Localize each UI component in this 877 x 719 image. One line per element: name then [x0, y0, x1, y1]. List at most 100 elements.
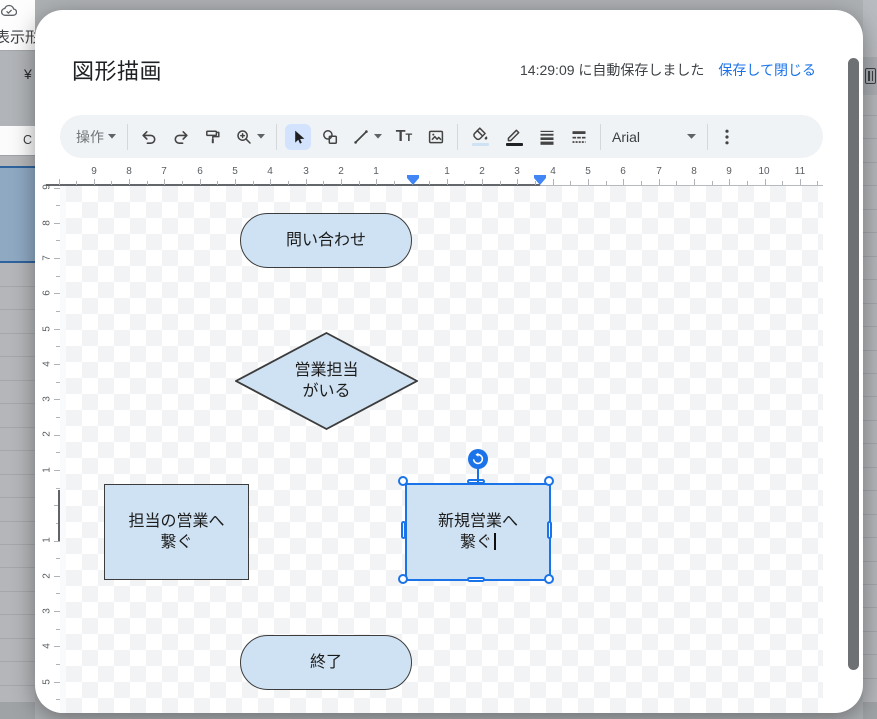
selection-handle-sw[interactable] [398, 574, 408, 584]
autosave-status: 14:29:09 に自動保存しました [520, 62, 705, 78]
selection-handle-se[interactable] [544, 574, 554, 584]
redo-button[interactable] [165, 121, 197, 153]
ruler-number: 3 [514, 166, 520, 177]
shape-new-sales[interactable]: 新規営業へ繋ぐ [398, 449, 554, 584]
sheet-row-divider [0, 309, 35, 311]
toolbar-divider [276, 123, 277, 150]
rotate-icon [472, 453, 484, 465]
text-tool-button[interactable]: TT [388, 121, 420, 153]
sheet-bottom-strip [0, 702, 35, 719]
ruler-tick [799, 179, 801, 185]
sheet-row-divider [863, 161, 877, 163]
ruler-tick [517, 179, 519, 185]
selection-handle-n[interactable] [467, 478, 485, 484]
save-and-close-button[interactable]: 保存して閉じる [718, 62, 816, 78]
ruler-selection-marker[interactable] [534, 174, 546, 185]
image-icon [428, 130, 444, 143]
ruler-number: 7 [41, 255, 53, 261]
more-options-button[interactable] [713, 121, 741, 153]
sheet-row-divider [863, 677, 877, 679]
selection-handle-ne[interactable] [544, 476, 554, 486]
cloud-saved-icon [1, 4, 17, 16]
shape-end[interactable]: 終了 [240, 635, 412, 690]
ruler-tick [56, 593, 60, 595]
undo-button[interactable] [133, 121, 165, 153]
font-family-select[interactable]: Arial [606, 121, 702, 153]
ruler-tick [358, 181, 360, 185]
sheet-row-divider [863, 232, 877, 234]
drawing-canvas[interactable]: 問い合わせ営業担当がいる担当の営業へ繋ぐ 新規営業へ繋ぐ終了 [60, 186, 823, 713]
line-weight-icon [540, 130, 554, 145]
column-header-c: C [0, 126, 35, 156]
ruler-tick [56, 205, 60, 207]
sheet-row-divider [863, 466, 877, 468]
shape-start[interactable]: 問い合わせ [240, 213, 412, 268]
selection-handle-w[interactable] [400, 521, 406, 539]
sheet-row-divider [863, 630, 877, 632]
line-tool-button[interactable] [346, 121, 388, 153]
ruler-number: 2 [41, 573, 53, 579]
ruler-tick [58, 179, 60, 185]
toolbar-divider [127, 123, 128, 150]
shape-tool-button[interactable] [314, 121, 346, 153]
chevron-down-icon [108, 134, 116, 139]
sheet-row-divider [863, 115, 877, 116]
ruler-tick [552, 179, 554, 185]
zoom-button[interactable] [229, 121, 271, 153]
text-cursor [494, 533, 496, 550]
select-tool-button[interactable] [282, 121, 314, 153]
ruler-tick [56, 346, 60, 348]
sheet-row-divider [863, 138, 877, 140]
ruler-edge-light [540, 185, 823, 186]
selection-handle-e[interactable] [546, 521, 552, 539]
sheet-row-divider [863, 560, 877, 562]
ruler-tick [693, 179, 695, 185]
shape-assigned-sales[interactable]: 担当の営業へ繋ぐ [104, 484, 249, 580]
shape-decision[interactable]: 営業担当がいる [235, 332, 418, 430]
ruler-number: 4 [550, 166, 556, 177]
paint-roller-icon [206, 129, 220, 143]
shape-label: 営業担当がいる [294, 362, 359, 400]
ruler-tick [54, 399, 60, 401]
ruler-tick [76, 181, 78, 185]
background-spreadsheet-right [863, 0, 877, 719]
ruler-number: 7 [656, 166, 662, 177]
ruler-tick [252, 181, 254, 185]
ruler-tick [323, 181, 325, 185]
toolbar-divider [600, 123, 601, 150]
ruler-number: 9 [726, 166, 732, 177]
chevron-down-icon [687, 134, 696, 139]
sheet-row-divider [863, 419, 877, 421]
ruler-tick [393, 181, 395, 185]
dialog-scrollbar[interactable] [848, 58, 859, 670]
border-color-button[interactable] [497, 121, 531, 153]
border-dash-button[interactable] [563, 121, 595, 153]
border-weight-button[interactable] [531, 121, 563, 153]
ruler-tick [93, 179, 95, 185]
page-title: 図形描画 [72, 59, 163, 84]
ruler-tick [164, 179, 166, 185]
select-tool-active-highlight [285, 123, 311, 150]
shape-label: 問い合わせ [285, 232, 366, 249]
sheet-row-divider [863, 654, 877, 656]
ruler-selection-marker[interactable] [407, 174, 419, 185]
sheets-menubar-fragment: 表示形 [0, 0, 35, 50]
drawing-dialog: 図形描画 14:29:09 に自動保存しました 保存して閉じる 操作 [35, 10, 863, 713]
ruler-tick [729, 179, 731, 185]
actions-menu-button[interactable]: 操作 [70, 121, 122, 153]
selection-handle-nw[interactable] [398, 476, 408, 486]
sheet-row-divider [863, 185, 877, 187]
insert-image-button[interactable] [420, 121, 452, 153]
chevron-down-icon [374, 134, 382, 139]
ruler-number: 6 [197, 166, 203, 177]
fill-color-button[interactable] [463, 121, 497, 153]
ruler-tick [111, 181, 113, 185]
paint-format-button[interactable] [197, 121, 229, 153]
rotation-handle[interactable] [468, 449, 488, 469]
ruler-tick [446, 179, 448, 185]
font-family-value: Arial [612, 128, 641, 145]
ruler-number: 1 [41, 467, 53, 473]
selection-handle-s[interactable] [467, 576, 485, 582]
